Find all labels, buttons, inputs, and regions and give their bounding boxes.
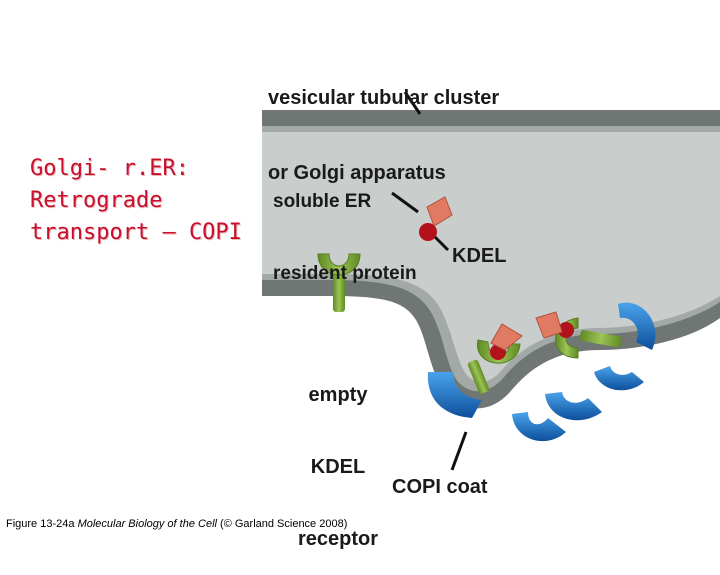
slide-title-line-1: Golgi- r.ER: xyxy=(30,156,189,181)
compartment-pointer xyxy=(403,91,422,115)
golgi-diagram xyxy=(262,91,720,471)
copi-subunit xyxy=(618,302,656,350)
figure-caption: Figure 13-24a Molecular Biology of the C… xyxy=(6,518,347,530)
slide-title: Golgi- r.ER: Retrograde transport – COPI xyxy=(30,153,242,249)
copi-coat-label: COPI coat xyxy=(392,476,488,498)
copi-subunit xyxy=(512,412,566,442)
copi-pointer xyxy=(450,431,468,471)
copi-subunit xyxy=(594,366,644,391)
receptor-label-line-1: empty xyxy=(308,384,368,406)
caption-figure: Figure 13-24a xyxy=(6,518,75,530)
golgi-compartment xyxy=(262,110,720,409)
bound-kdel-receptor-2 xyxy=(535,311,623,359)
kdel-label: KDEL xyxy=(452,245,507,267)
slide-title-line-3: transport – COPI xyxy=(30,220,242,245)
receptor-label-line-3: receptor xyxy=(297,528,379,550)
caption-credit: (© Garland Science 2008) xyxy=(220,518,348,530)
soluble-label-line-2: resident protein xyxy=(273,263,417,284)
copi-subunit xyxy=(427,372,482,418)
soluble-protein-label: soluble ER resident protein xyxy=(273,142,417,310)
receptor-label: empty KDEL receptor xyxy=(292,335,384,575)
slide-title-line-2: Retrograde xyxy=(30,188,163,213)
copi-subunit xyxy=(545,392,602,421)
soluble-label-line-1: soluble ER xyxy=(273,191,372,212)
bound-kdel-receptor xyxy=(467,323,523,394)
soluble-pointer xyxy=(391,191,419,214)
caption-book: Molecular Biology of the Cell xyxy=(77,518,217,530)
empty-kdel-receptor xyxy=(317,253,361,312)
compartment-label-line-2: or Golgi apparatus xyxy=(268,162,446,184)
soluble-protein xyxy=(419,196,453,241)
copi-coat xyxy=(427,302,656,442)
compartment-label-line-1: vesicular tubular cluster xyxy=(268,87,500,109)
compartment-label: vesicular tubular cluster or Golgi appar… xyxy=(268,36,499,211)
receptor-label-line-2: KDEL xyxy=(310,456,366,478)
